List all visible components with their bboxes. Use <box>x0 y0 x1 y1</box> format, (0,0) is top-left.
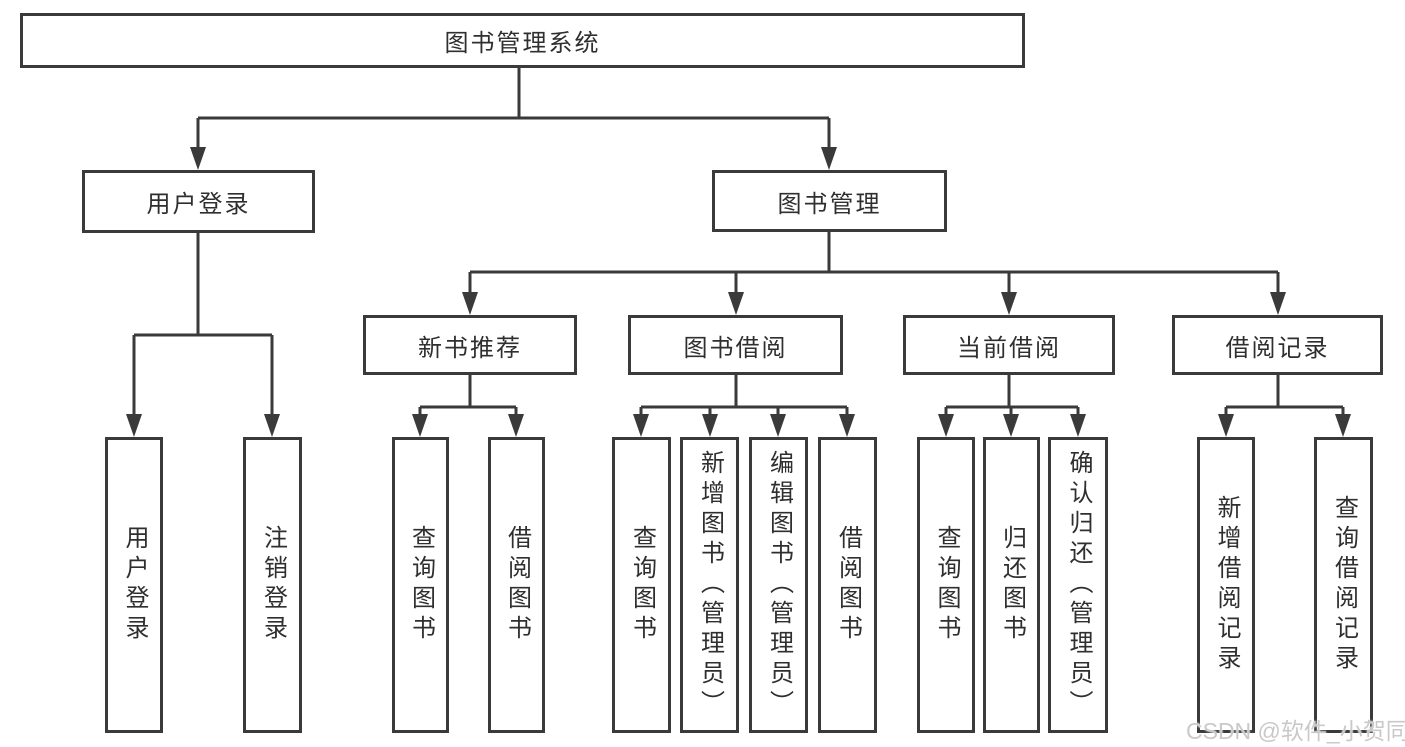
leaf-query-borrow-record: 查询借阅记录 <box>1314 437 1373 733</box>
leaf-return-books-label: 归还图书 <box>998 525 1026 645</box>
leaf-user-login: 用户登录 <box>105 437 163 733</box>
node-borrowing-records-label: 借阅记录 <box>1225 334 1330 362</box>
node-root-label: 图书管理系统 <box>444 30 601 57</box>
leaf-borrow-books-recommend-label: 借阅图书 <box>503 525 531 645</box>
leaf-return-books: 归还图书 <box>983 437 1040 733</box>
node-book-borrowing-label: 图书借阅 <box>683 334 788 362</box>
leaf-borrow-books-borrowing-label: 借阅图书 <box>834 525 862 645</box>
node-book-management: 图书管理 <box>712 170 947 232</box>
leaf-borrow-books-borrowing: 借阅图书 <box>818 437 877 733</box>
node-current-borrowing-label: 当前借阅 <box>957 334 1061 362</box>
leaf-logout-login: 注销登录 <box>243 437 302 733</box>
leaf-add-borrow-record-label: 新增借阅记录 <box>1213 495 1240 675</box>
leaf-query-books-recommend-label: 查询图书 <box>407 525 435 645</box>
leaf-user-login-label: 用户登录 <box>121 525 148 645</box>
node-user-login-label: 用户登录 <box>146 191 251 218</box>
leaf-add-books-admin: 新增图书（管理员） <box>680 437 739 733</box>
node-new-book-recommendation: 新书推荐 <box>363 315 577 375</box>
leaf-query-books-current-label: 查询图书 <box>933 525 960 645</box>
leaf-confirm-return-admin-label: 确认归还（管理员） <box>1065 450 1092 720</box>
leaf-add-books-admin-label: 新增图书（管理员） <box>696 450 724 720</box>
leaf-query-borrow-record-label: 查询借阅记录 <box>1330 495 1358 675</box>
leaf-query-books-borrowing-label: 查询图书 <box>628 525 656 645</box>
leaf-edit-books-admin: 编辑图书（管理员） <box>749 437 808 733</box>
node-new-book-recommendation-label: 新书推荐 <box>418 334 522 362</box>
csdn-watermark: CSDN @软件_小贺同学 <box>1186 718 1405 744</box>
leaf-confirm-return-admin: 确认归还（管理员） <box>1048 437 1108 733</box>
node-current-borrowing: 当前借阅 <box>903 315 1115 375</box>
node-root-system: 图书管理系统 <box>20 13 1025 68</box>
leaf-query-books-recommend: 查询图书 <box>392 437 449 733</box>
leaf-query-books-current: 查询图书 <box>917 437 975 733</box>
leaf-edit-books-admin-label: 编辑图书（管理员） <box>765 450 793 720</box>
leaf-logout-login-label: 注销登录 <box>259 525 287 645</box>
leaf-add-borrow-record: 新增借阅记录 <box>1197 437 1255 733</box>
node-book-management-label: 图书管理 <box>777 190 882 218</box>
node-borrowing-records: 借阅记录 <box>1172 315 1383 375</box>
node-book-borrowing: 图书借阅 <box>628 315 843 375</box>
node-user-login: 用户登录 <box>82 170 315 233</box>
leaf-borrow-books-recommend: 借阅图书 <box>488 437 545 733</box>
leaf-query-books-borrowing: 查询图书 <box>612 437 671 733</box>
